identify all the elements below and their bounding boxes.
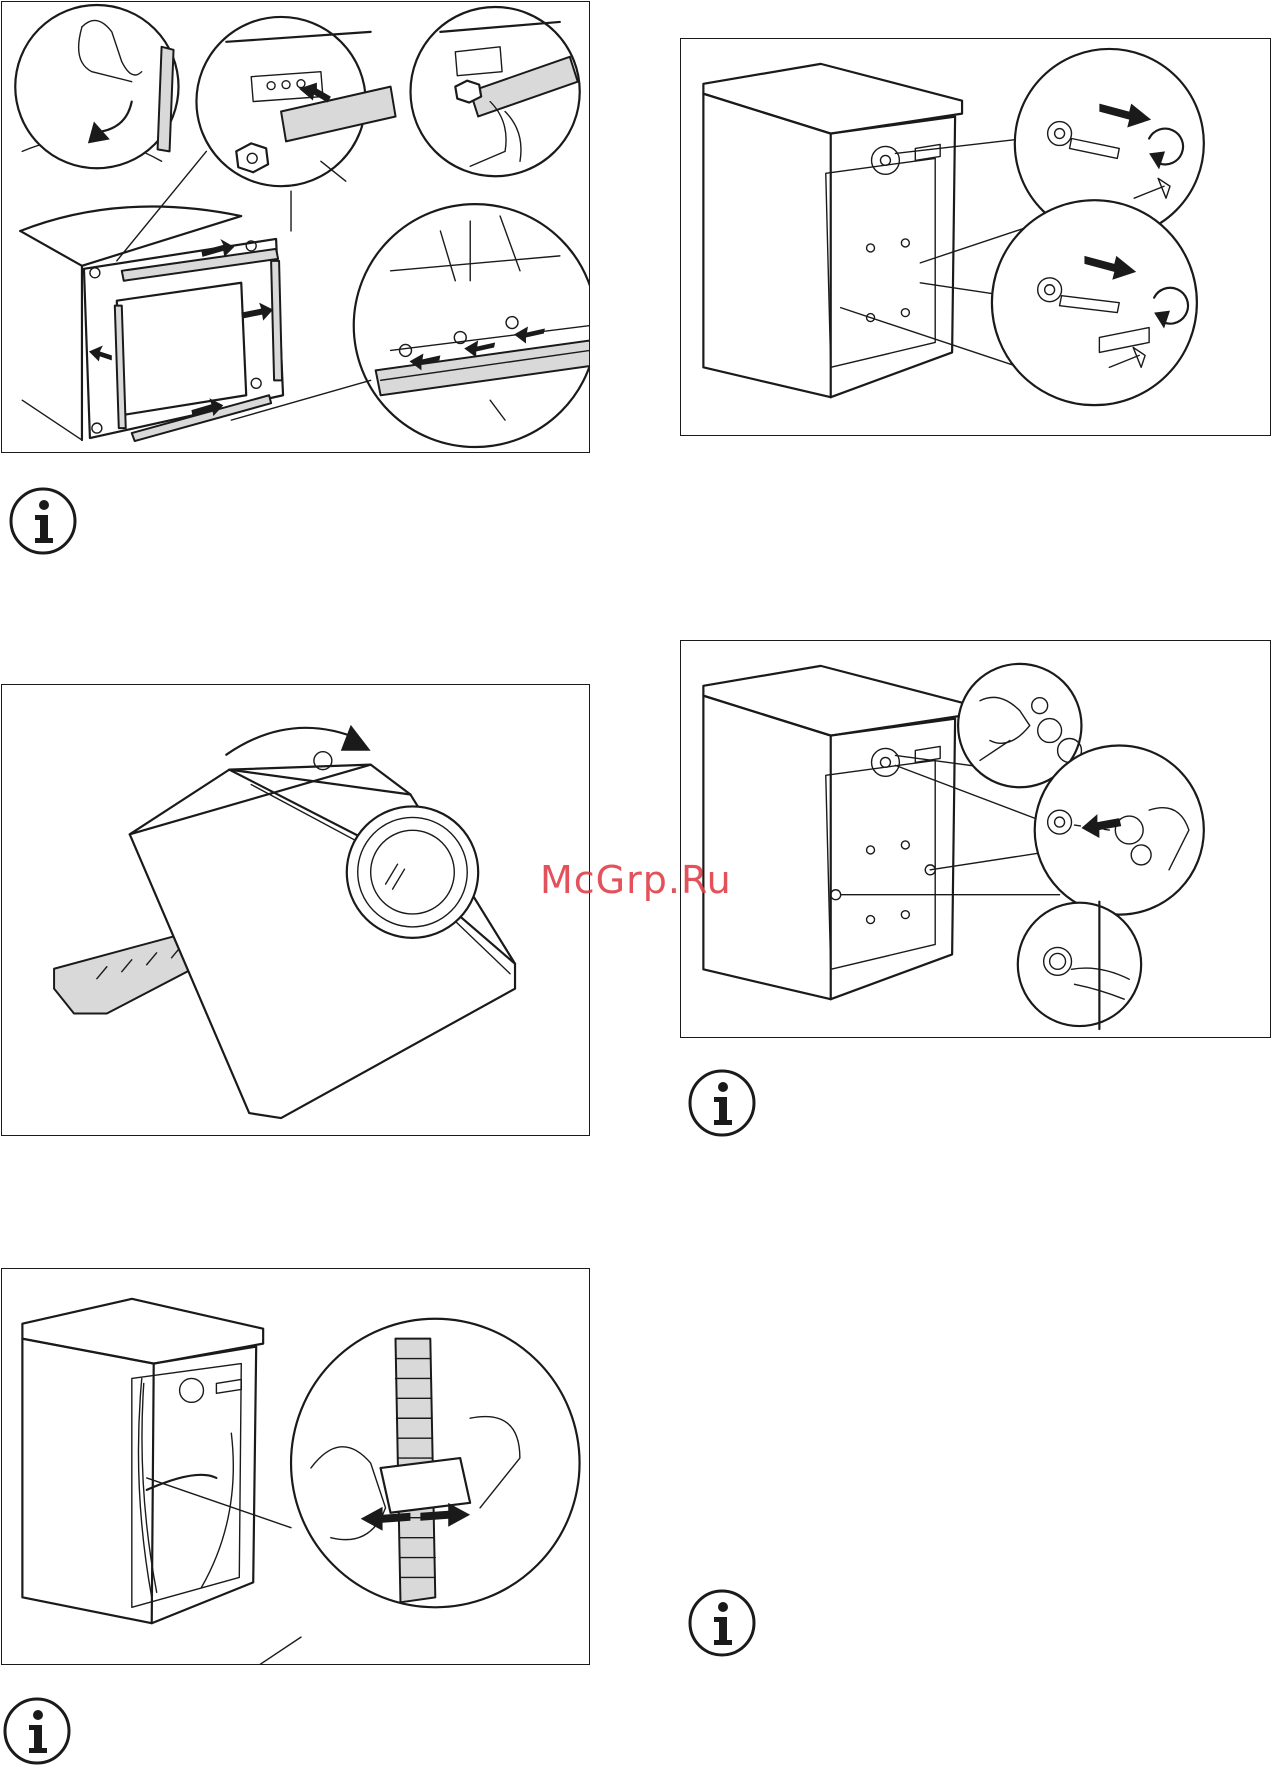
info-icon [687, 1068, 757, 1138]
figure-bolts-removal [680, 38, 1271, 436]
watermark-text: McGrp.Ru [540, 858, 732, 902]
figure-caps-insert [680, 640, 1271, 1038]
figure-tilt-machine [1, 684, 590, 1136]
transport-bars-illustration [2, 2, 589, 452]
info-icon [2, 1696, 72, 1766]
hose-clip-illustration [2, 1269, 589, 1664]
tilted-machine-illustration [2, 685, 589, 1135]
bolts-removal-illustration [681, 39, 1270, 435]
figure-transport-bars [1, 1, 590, 453]
figure-hose-clip [1, 1268, 590, 1665]
info-icon [8, 486, 78, 556]
info-icon [687, 1588, 757, 1658]
caps-insertion-illustration [681, 641, 1270, 1037]
